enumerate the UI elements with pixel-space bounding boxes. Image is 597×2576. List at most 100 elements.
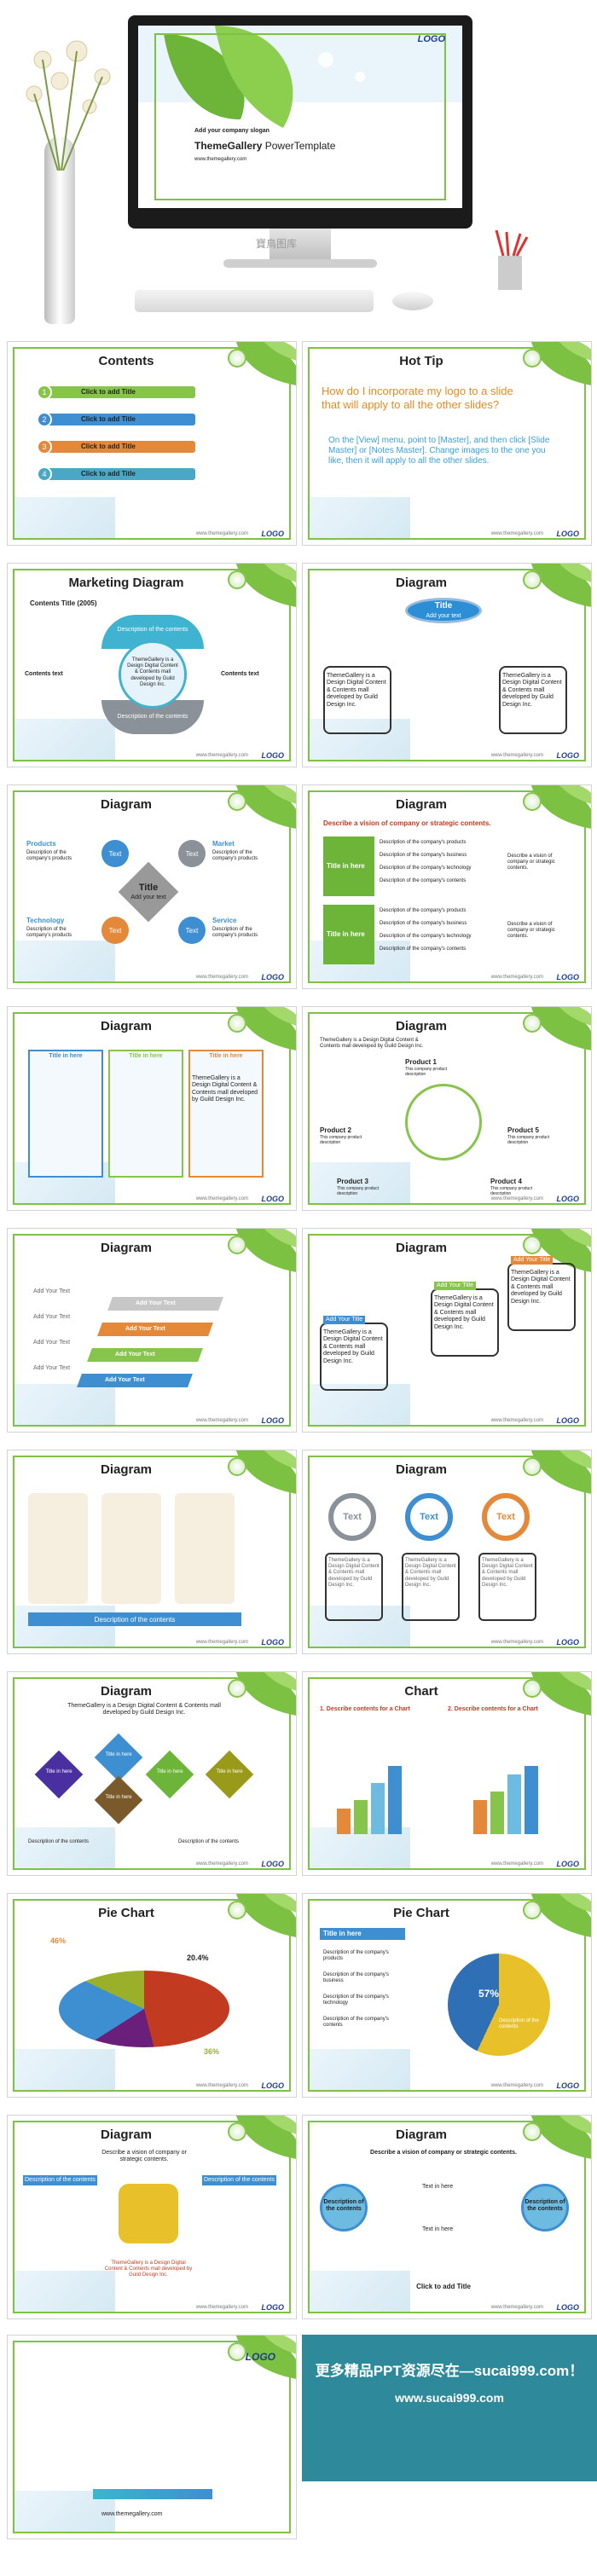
contents-number: 1 <box>37 385 52 400</box>
end-logo: LOGO <box>245 2351 275 2363</box>
chart-bar <box>388 1766 402 1834</box>
chart-bar <box>507 1774 521 1834</box>
water-decoration <box>308 1384 410 1427</box>
column <box>28 1050 103 1178</box>
arrow-icon <box>228 349 246 368</box>
slide-title: Pie Chart <box>98 1906 154 1920</box>
slide-border <box>13 1012 291 1205</box>
keyboard <box>135 290 374 312</box>
final-text: ThemeGallery is a Design Digital Content… <box>192 1075 258 1103</box>
monitor-stand <box>270 229 331 263</box>
footer-url: www.themegallery.com <box>195 753 248 758</box>
side-text: Describe a vision of company or strategi… <box>507 922 555 940</box>
scroll-column <box>28 1493 88 1604</box>
circle-label: Text <box>108 850 122 858</box>
subtitle: Contents Title (2005) <box>30 599 97 607</box>
slide-title: Diagram <box>395 1462 448 1477</box>
step-label: Add Your Text <box>115 1352 155 1357</box>
circle-node <box>101 917 129 944</box>
contents-label: Click to add Title <box>81 470 136 478</box>
leaf-icon <box>226 2336 296 2380</box>
footer-url: www.themegallery.com <box>195 2305 248 2310</box>
card-text: ThemeGallery is a Design Digital Content… <box>434 1295 494 1330</box>
arrow-icon <box>228 792 246 811</box>
slide-title: Diagram <box>395 576 448 590</box>
bottom-text: ThemeGallery is a Design Digital Content… <box>104 2261 193 2278</box>
center-circle <box>119 640 187 709</box>
left-head: 1. Describe contents for a Chart <box>320 1706 410 1712</box>
slide-title: Hot Tip <box>399 354 443 368</box>
footer-url: www.themegallery.com <box>195 1861 248 1867</box>
water-decoration <box>308 497 410 540</box>
water-decoration <box>13 497 115 540</box>
cover-title: ThemeGallery PowerTemplate <box>194 140 336 152</box>
watermark: 寶鳥图库 <box>256 238 298 250</box>
water-decoration <box>13 719 115 761</box>
footer-url: www.themegallery.com <box>195 2083 248 2088</box>
title-label: Title <box>434 601 453 611</box>
product-desc: This company product description <box>405 1067 448 1077</box>
product-desc: This company product description <box>490 1186 533 1196</box>
arrow-icon <box>523 1457 542 1476</box>
slide-title: Diagram <box>395 2127 448 2142</box>
contents-label: Click to add Title <box>81 415 136 423</box>
block-label: Title in here <box>327 930 365 938</box>
slide-border <box>13 1899 291 2092</box>
circle-node <box>101 840 129 867</box>
end-bar <box>93 2489 212 2499</box>
node-desc: Description of the company's products <box>212 850 258 862</box>
card-tag: Add Your Title <box>511 1256 554 1265</box>
side-text: Describe a vision of company or strategi… <box>507 854 555 871</box>
slide-title: Diagram <box>100 1462 153 1477</box>
chart-bar <box>525 1766 538 1834</box>
pentagon <box>405 1084 482 1161</box>
line-text: Description of the company's business <box>380 853 467 858</box>
arrow-icon <box>523 1236 542 1254</box>
card-tag: Add Your Title <box>323 1316 366 1325</box>
end-url: www.themegallery.com <box>101 2511 163 2517</box>
water-decoration <box>13 2271 115 2313</box>
product-desc: This company product description <box>320 1135 362 1145</box>
ring-circle <box>328 1493 376 1541</box>
arrow-icon <box>228 1014 246 1033</box>
leaf-icon <box>226 785 296 830</box>
water-decoration <box>13 2049 115 2092</box>
footer-logo: LOGO <box>556 1416 580 1425</box>
circle-label: Text <box>496 1512 515 1522</box>
top-desc: Description of the contents <box>117 627 188 633</box>
slide-border <box>308 1899 586 2092</box>
arrow-icon <box>523 349 542 368</box>
step-label: Add Your Text <box>125 1326 165 1332</box>
water-decoration <box>308 2049 410 2092</box>
right-circle <box>521 2184 569 2232</box>
circle-label: Text <box>343 1512 362 1522</box>
arrow-icon <box>228 570 246 589</box>
slide-title: Contents <box>98 354 154 368</box>
hottip-question: How do I incorporate my logo to a slide … <box>322 385 513 411</box>
footer-url: www.themegallery.com <box>490 1418 543 1423</box>
product-title: Product 4 <box>490 1178 522 1185</box>
water-decoration <box>13 1827 115 1870</box>
text-box <box>325 1553 383 1621</box>
right-head: 2. Describe contents for a Chart <box>448 1706 538 1712</box>
arrow-icon <box>228 1679 246 1698</box>
line-text: Description of the company's business <box>380 921 467 926</box>
arrow-icon <box>523 2122 542 2141</box>
center-hex <box>119 2184 178 2243</box>
water-decoration <box>13 941 115 983</box>
box-text: ThemeGallery is a Design Digital Content… <box>502 673 562 708</box>
footer-logo: LOGO <box>556 973 580 981</box>
circle-node <box>178 917 206 944</box>
